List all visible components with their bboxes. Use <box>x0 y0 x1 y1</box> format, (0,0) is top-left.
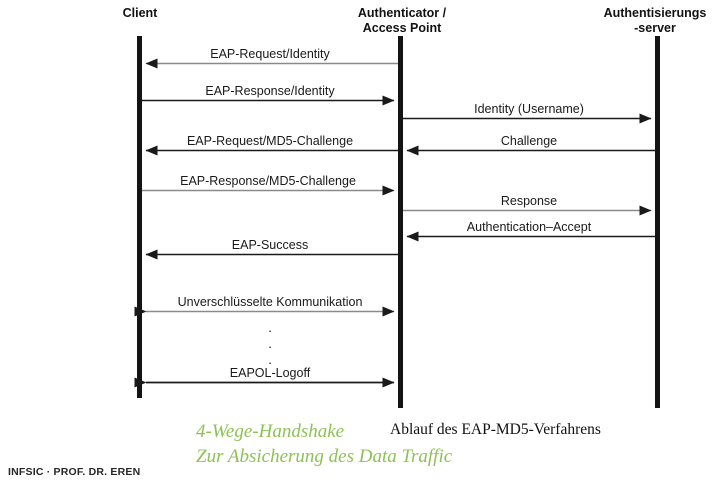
continuation-dot-1: · <box>267 323 273 338</box>
actor-header-authenticator-line1: Authenticator / <box>357 6 447 20</box>
message-label-eap-request-identity: EAP-Request/Identity <box>210 47 330 61</box>
diagram-caption: Ablauf des EAP-MD5-Verfahrens <box>390 421 601 438</box>
message-label-eapol-logoff: EAPOL-Logoff <box>229 366 311 380</box>
message-label-eap-response-md5-challenge: EAP-Response/MD5-Challenge <box>180 174 356 188</box>
annotation-line-2: Zur Absicherung des Data Traffic <box>196 446 453 467</box>
actor-header-auth-server: Authentisierungs -server <box>589 6 721 35</box>
continuation-dot-2: · <box>267 339 273 354</box>
footer-attribution: INFSIC · PROF. DR. EREN <box>8 466 141 478</box>
message-label-challenge: Challenge <box>500 134 558 148</box>
message-label-eap-response-identity: EAP-Response/Identity <box>205 84 335 98</box>
actor-header-authenticator-line2: Access Point <box>362 20 442 35</box>
message-label-unverschluesselte-kommunikation: Unverschlüsselte Kommunikation <box>177 295 363 309</box>
message-label-eap-request-md5-challenge: EAP-Request/MD5-Challenge <box>186 134 354 148</box>
annotation-line-1: 4-Wege-Handshake <box>196 421 345 442</box>
message-label-identity-username: Identity (Username) <box>474 102 584 116</box>
continuation-dot-3: · <box>267 355 273 370</box>
message-label-response: Response <box>500 194 558 208</box>
message-label-eap-success: EAP-Success <box>231 238 309 252</box>
actor-header-auth-server-line2: -server <box>634 20 676 35</box>
actor-header-client-line1: Client <box>122 6 158 20</box>
actor-header-auth-server-line1: Authentisierungs <box>603 6 707 20</box>
actor-header-authenticator: Authenticator / Access Point <box>340 6 464 35</box>
message-label-authentication-accept: Authentication–Accept <box>466 220 592 234</box>
actor-header-client: Client <box>90 6 190 21</box>
